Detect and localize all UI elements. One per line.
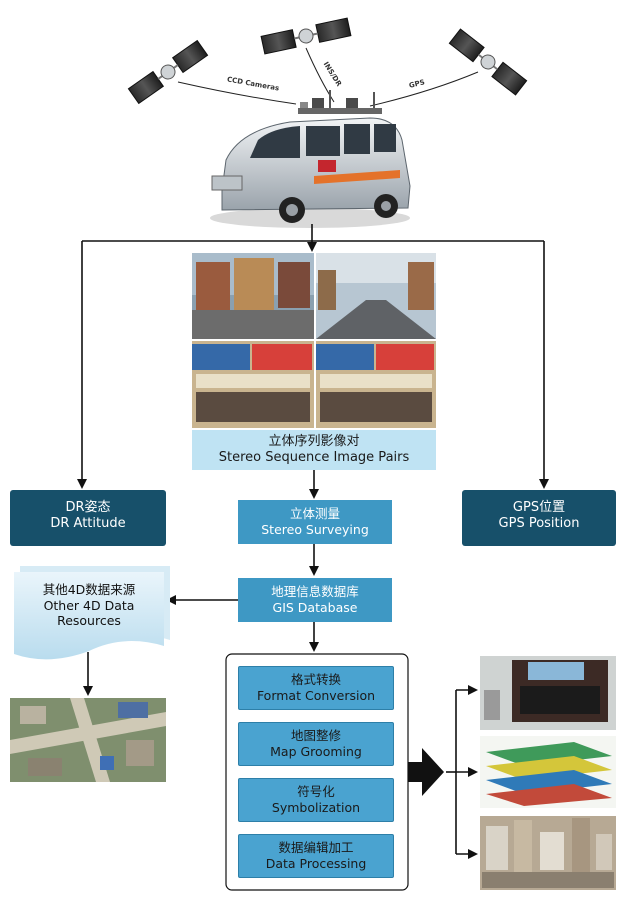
gps-position-box: GPS位置 GPS Position bbox=[462, 490, 616, 546]
output-image-device bbox=[480, 656, 616, 730]
dr-attitude-box: DR姿态 DR Attitude bbox=[10, 490, 166, 546]
satellite-right-icon bbox=[448, 28, 528, 96]
satellite-center-icon bbox=[260, 17, 352, 55]
step-format-conversion: 格式转换 Format Conversion bbox=[238, 666, 394, 710]
step-format-conversion-zh: 格式转换 bbox=[290, 672, 341, 687]
stereo-pairs-box: 立体序列影像对 Stereo Sequence Image Pairs bbox=[192, 430, 436, 470]
other-data-en-line1: Other 4D Data bbox=[43, 597, 135, 613]
step-symbolization-en: Symbolization bbox=[271, 799, 361, 815]
sensor-links bbox=[177, 47, 479, 107]
step-map-grooming: 地图整修 Map Grooming bbox=[238, 722, 394, 766]
dr-attitude-en: DR Attitude bbox=[50, 516, 126, 532]
step-format-conversion-en: Format Conversion bbox=[256, 687, 376, 703]
step-symbolization: 符号化 Symbolization bbox=[238, 778, 394, 822]
output-image-3d-city bbox=[480, 816, 616, 890]
other-data-document-shape bbox=[14, 566, 170, 660]
survey-van-image bbox=[210, 90, 411, 228]
stereo-surveying-zh: 立体测量 bbox=[289, 506, 340, 521]
center-flow-arrows bbox=[83, 470, 319, 696]
gps-position-en: GPS Position bbox=[498, 516, 580, 532]
step-symbolization-zh: 符号化 bbox=[297, 784, 335, 799]
gis-database-zh: 地理信息数据库 bbox=[271, 584, 359, 599]
output-arrows bbox=[408, 685, 478, 859]
stereo-image-collage bbox=[192, 253, 436, 428]
stereo-surveying-en: Stereo Surveying bbox=[261, 521, 369, 537]
satellite-left-icon bbox=[127, 39, 209, 105]
step-map-grooming-en: Map Grooming bbox=[270, 743, 362, 759]
stereo-pairs-zh: 立体序列影像对 bbox=[268, 434, 360, 449]
top-distribution-lines bbox=[77, 224, 549, 489]
other-data-box: 其他4D数据来源 Other 4D Data Resources bbox=[14, 582, 164, 629]
other-data-zh: 其他4D数据来源 bbox=[42, 582, 136, 597]
stereo-surveying-box: 立体测量 Stereo Surveying bbox=[238, 500, 392, 544]
step-data-processing: 数据编辑加工 Data Processing bbox=[238, 834, 394, 878]
gis-database-en: GIS Database bbox=[272, 599, 358, 615]
step-data-processing-en: Data Processing bbox=[265, 855, 367, 871]
other-data-en-line2: Resources bbox=[57, 613, 121, 629]
gps-position-zh: GPS位置 bbox=[512, 500, 566, 515]
dr-attitude-zh: DR姿态 bbox=[65, 500, 111, 515]
output-image-layers bbox=[480, 736, 616, 808]
stereo-pairs-en: Stereo Sequence Image Pairs bbox=[218, 450, 410, 466]
aerial-map-image bbox=[10, 698, 166, 782]
step-data-processing-zh: 数据编辑加工 bbox=[278, 840, 354, 855]
step-map-grooming-zh: 地图整修 bbox=[290, 728, 341, 743]
gis-database-box: 地理信息数据库 GIS Database bbox=[238, 578, 392, 622]
